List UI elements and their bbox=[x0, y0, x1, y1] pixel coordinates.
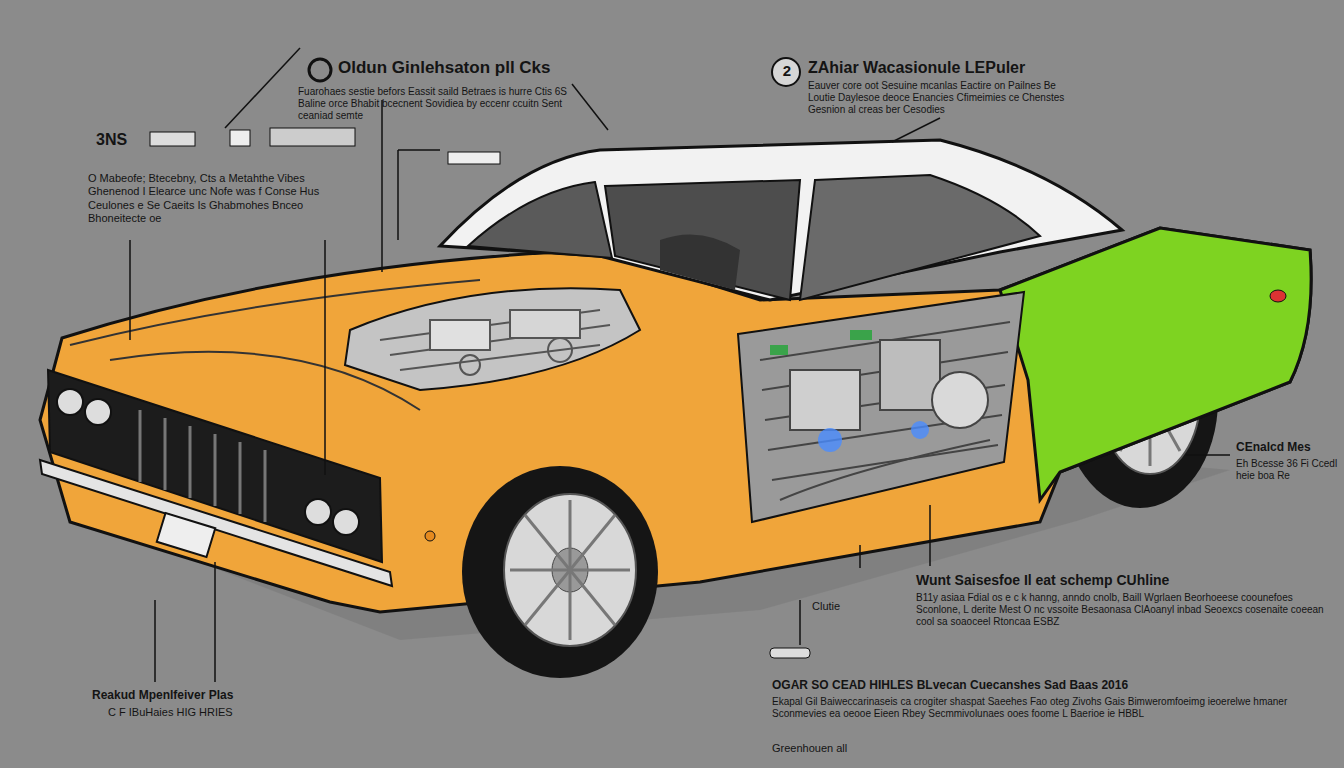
callout-body: O Mabeofe; Btecebny, Cts a Metahthe Vibe… bbox=[88, 172, 348, 226]
callout-body: B11y asiaa Fdial os e c k hanng, anndo c… bbox=[916, 592, 1336, 629]
part-symbol bbox=[770, 648, 810, 658]
car-body bbox=[40, 228, 1311, 612]
part-symbol bbox=[448, 152, 500, 164]
side-window bbox=[605, 180, 800, 300]
seat bbox=[660, 234, 740, 290]
callout-title: Reakud Mpenlfeiver Plas bbox=[92, 688, 312, 703]
engine-cutaway bbox=[345, 288, 640, 390]
part-symbol bbox=[150, 132, 195, 146]
callout-title: ZAhiar Wacasionule LEPuler bbox=[808, 58, 1108, 78]
side-cutaway bbox=[738, 292, 1024, 522]
callout-title: CEnalcd Mes bbox=[1236, 440, 1340, 455]
callout-title: Oldun Ginlehsaton pll Cks bbox=[338, 58, 638, 79]
callout-body: Eh Bcesse 36 Fi Ccedl heie boa Re bbox=[1236, 458, 1340, 482]
callout-icon bbox=[772, 58, 800, 86]
logo-text: 3NS bbox=[96, 130, 146, 150]
callout-icon bbox=[309, 59, 331, 81]
rear-window bbox=[800, 175, 1040, 300]
callout-body: Ekapal Gil Baiweccarinaseis ca crogiter … bbox=[772, 696, 1312, 720]
callout-title: Wunt Saisesfoe Il eat schemp CUhline bbox=[916, 572, 1336, 589]
part-label: Clutie bbox=[812, 600, 872, 613]
front-wheel bbox=[462, 466, 658, 678]
part-symbol bbox=[230, 130, 250, 146]
callout-body: Eauver core oot Sesuine mcanlas Eactire … bbox=[808, 80, 1078, 117]
callout-number: 2 bbox=[779, 62, 795, 80]
callout-body: C F IBuHaies HIG HRIES bbox=[108, 706, 308, 719]
roof bbox=[440, 140, 1122, 300]
windshield bbox=[468, 182, 612, 258]
front-fascia bbox=[40, 370, 435, 586]
part-symbol bbox=[270, 128, 355, 146]
callout-title: OGAR SO CEAD HIHLES BLvecan Cuecanshes S… bbox=[772, 678, 1312, 693]
callout-footer: Greenhouen all bbox=[772, 742, 972, 755]
side-marker bbox=[1270, 290, 1286, 302]
callout-body: Fuarohaes sestie befors Eassit saild Bet… bbox=[298, 86, 588, 123]
